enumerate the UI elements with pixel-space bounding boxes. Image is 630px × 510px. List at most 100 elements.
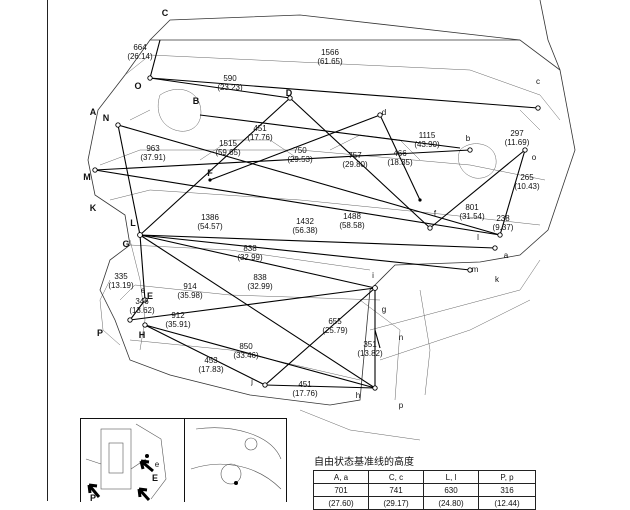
svg-text:f: f: [434, 209, 437, 218]
svg-text:(31.54): (31.54): [459, 212, 485, 221]
dim-838-upper: 838(32.99): [237, 244, 263, 262]
svg-text:(29.80): (29.80): [342, 160, 368, 169]
svg-text:o: o: [532, 153, 537, 162]
svg-text:(13.82): (13.82): [357, 349, 383, 358]
dim-1432: 1432(56.38): [292, 217, 318, 235]
svg-text:(25.79): (25.79): [322, 326, 348, 335]
dim-451-lower: 451(17.76): [292, 380, 318, 398]
svg-text:m: m: [472, 265, 479, 274]
svg-text:453: 453: [204, 356, 218, 365]
svg-text:c: c: [536, 77, 540, 86]
svg-text:(37.91): (37.91): [140, 153, 166, 162]
svg-text:e: e: [141, 286, 146, 295]
table-row: A, a C, c L, l P, p: [313, 470, 536, 484]
underbody-dimension-diagram: 1566(61.65) 664(26.14) 590(23.23) 451(17…: [83, 0, 576, 446]
dim-453: 453(17.83): [198, 356, 224, 374]
table-inch-cell: (24.80): [423, 496, 479, 510]
svg-text:914: 914: [183, 282, 197, 291]
svg-text:238: 238: [496, 214, 510, 223]
svg-text:e: e: [155, 460, 160, 469]
dim-912: 912(35.91): [165, 311, 191, 329]
svg-text:(10.43): (10.43): [514, 182, 540, 191]
height-table-caption: 自由状态基准线的高度: [314, 457, 414, 468]
svg-text:B: B: [193, 96, 200, 106]
dim-351: 351(13.82): [357, 340, 383, 358]
svg-text:d: d: [382, 108, 386, 117]
table-inch-cell: (29.17): [368, 496, 424, 510]
detail-inset-drawing: e E P: [85, 423, 282, 502]
svg-text:O: O: [134, 81, 141, 91]
dim-346: 346(13.62): [129, 297, 155, 315]
reference-height-table: A, a C, c L, l P, p 701 741 630 316 (27.…: [313, 470, 536, 510]
dim-1386: 1386(54.57): [197, 213, 223, 231]
table-header-cell: C, c: [368, 470, 424, 484]
svg-text:C: C: [162, 8, 169, 18]
point-letters: C A N O B D d b c o M K L G E e F f P H …: [83, 8, 540, 410]
table-header-cell: L, l: [423, 470, 479, 484]
svg-text:655: 655: [328, 317, 342, 326]
dim-963: 963(37.91): [140, 144, 166, 162]
svg-text:(17.76): (17.76): [247, 133, 273, 142]
svg-text:1566: 1566: [321, 48, 339, 57]
dim-1488: 1488(58.58): [339, 212, 365, 230]
svg-text:(33.46): (33.46): [233, 351, 259, 360]
svg-text:P: P: [90, 493, 96, 502]
svg-text:P: P: [97, 328, 103, 338]
svg-text:346: 346: [135, 297, 149, 306]
dim-914: 914(35.98): [177, 282, 203, 300]
dim-335: 335(13.19): [108, 272, 134, 290]
dim-750: 750(29.53): [287, 146, 313, 164]
arrow-icon: [139, 459, 154, 473]
table-header-cell: A, a: [313, 470, 369, 484]
svg-text:(58.58): (58.58): [339, 221, 365, 230]
svg-text:1115: 1115: [419, 131, 436, 140]
svg-text:(59.65): (59.65): [215, 148, 241, 157]
svg-text:(9.37): (9.37): [493, 223, 514, 232]
svg-text:A: A: [90, 107, 97, 117]
svg-text:750: 750: [293, 146, 307, 155]
dim-757: 757(29.80): [342, 151, 368, 169]
svg-text:N: N: [103, 113, 110, 123]
svg-text:l: l: [477, 233, 479, 242]
svg-text:1432: 1432: [296, 217, 314, 226]
dim-466: 466(18.35): [387, 149, 413, 167]
svg-text:h: h: [356, 391, 360, 400]
svg-text:(13.62): (13.62): [129, 306, 155, 315]
svg-text:L: L: [130, 218, 136, 228]
svg-text:265: 265: [520, 173, 534, 182]
svg-text:(29.53): (29.53): [287, 155, 313, 164]
svg-text:p: p: [399, 401, 404, 410]
svg-text:G: G: [122, 239, 129, 249]
svg-text:(35.91): (35.91): [165, 320, 191, 329]
dim-451-upper: 451(17.76): [247, 124, 273, 142]
svg-text:(17.76): (17.76): [292, 389, 318, 398]
arrow-icon: [87, 483, 101, 498]
svg-text:664: 664: [133, 43, 147, 52]
table-value-cell: 630: [423, 483, 479, 497]
dim-838-lower: 838(32.99): [247, 273, 273, 291]
svg-text:(61.65): (61.65): [317, 57, 343, 66]
dim-590: 590(23.23): [217, 74, 243, 92]
svg-text:(23.23): (23.23): [217, 83, 243, 92]
svg-text:757: 757: [348, 151, 362, 160]
svg-text:(18.35): (18.35): [387, 158, 413, 167]
dim-265: 265(10.43): [514, 173, 540, 191]
svg-text:k: k: [495, 275, 500, 284]
svg-text:K: K: [90, 203, 97, 213]
svg-text:1488: 1488: [343, 212, 361, 221]
table-inch-cell: (12.44): [478, 496, 536, 510]
dim-1115: 1115(43.90): [414, 131, 440, 149]
svg-text:838: 838: [243, 244, 257, 253]
svg-text:F: F: [207, 168, 213, 178]
inset-divider: [184, 419, 185, 502]
svg-text:g: g: [382, 305, 386, 314]
svg-text:(32.99): (32.99): [237, 253, 263, 262]
svg-text:1515: 1515: [219, 139, 237, 148]
dim-1515: 1515(59.65): [215, 139, 241, 157]
svg-text:E: E: [147, 291, 153, 301]
svg-text:i: i: [372, 271, 374, 280]
svg-text:335: 335: [114, 272, 128, 281]
svg-text:(11.69): (11.69): [505, 138, 530, 147]
table-value-cell: 741: [368, 483, 424, 497]
